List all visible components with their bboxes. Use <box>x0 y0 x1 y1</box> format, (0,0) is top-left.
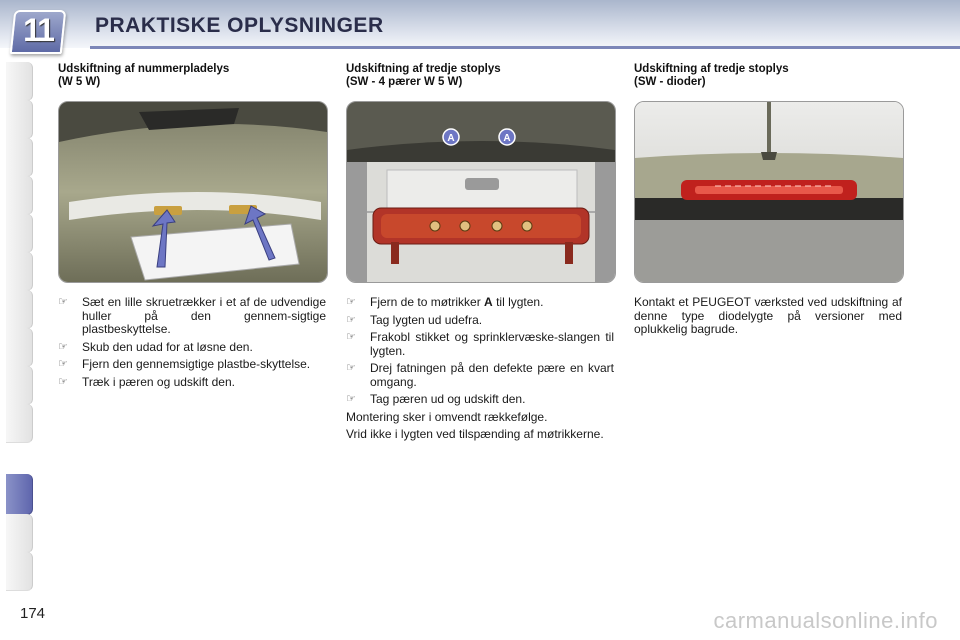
instructions: Kontakt et PEUGEOT værksted ved udskiftn… <box>634 295 902 337</box>
instructions: ☞Sæt en lille skruetrækker i et af de ud… <box>58 295 326 389</box>
pointing-hand-icon: ☞ <box>58 358 68 370</box>
page-number: 174 <box>20 605 46 622</box>
side-tab[interactable] <box>6 328 33 367</box>
side-tab[interactable] <box>6 552 33 591</box>
note-paragraph: Kontakt et PEUGEOT værksted ved udskiftn… <box>634 295 902 336</box>
instruction-step: ☞Drej fatningen på den defekte pære en k… <box>346 361 614 389</box>
pointing-hand-icon: ☞ <box>58 340 68 353</box>
instruction-step: ☞Fjern den gennemsigtige plastbe-skyttel… <box>58 357 311 371</box>
tailgate-illustration <box>59 102 327 282</box>
side-tab[interactable] <box>6 138 33 177</box>
heading-line: Udskiftning af tredje stoplys <box>634 63 789 75</box>
side-tab[interactable] <box>6 404 33 443</box>
heading-line: Udskiftning af nummerpladelys <box>58 63 230 75</box>
figure-license-plate-light <box>58 101 328 283</box>
side-tab[interactable] <box>6 366 33 405</box>
section-heading: Udskiftning af nummerpladelys (W 5 W) <box>58 63 326 93</box>
column-license-plate-light: Udskiftning af nummerpladelys (W 5 W) ☞S… <box>58 63 328 393</box>
instruction-step: ☞Tag pæren ud og udskift den. <box>346 392 526 406</box>
led-brake-light-illustration <box>635 102 903 282</box>
brake-light-assembly-illustration: A A <box>347 102 615 282</box>
page-title: PRAKTISKE OPLYSNINGER <box>95 14 384 37</box>
instruction-step: ☞Sæt en lille skruetrækker i et af de ud… <box>58 295 326 336</box>
side-tab-strip <box>0 62 34 591</box>
watermark: carmanualsonline.info <box>713 608 938 633</box>
header-underline <box>90 46 960 49</box>
heading-line: (SW - dioder) <box>634 76 706 88</box>
figure-third-brake-light-led <box>634 101 904 283</box>
chapter-number: 11 <box>23 12 55 48</box>
instruction-step: ☞Fjern de to møtrikker A til lygten. <box>346 295 544 309</box>
side-tab[interactable] <box>6 290 33 329</box>
heading-line: (SW - 4 pærer W 5 W) <box>346 76 463 88</box>
instruction-step: ☞Tag lygten ud udefra. <box>346 312 483 327</box>
instructions: ☞Fjern de to møtrikker A til lygten. ☞Ta… <box>346 295 614 442</box>
instruction-step: ☞Skub den udad for at løsne den. <box>58 339 253 354</box>
side-tab[interactable] <box>6 176 33 215</box>
column-third-brake-light-bulbs: Udskiftning af tredje stoplys (SW - 4 pæ… <box>346 63 616 446</box>
side-tab[interactable] <box>6 252 33 291</box>
instruction-step: ☞Træk i pæren og udskift den. <box>58 374 235 389</box>
side-tab-active-chapter[interactable] <box>6 474 33 515</box>
note-paragraph: Montering sker i omvendt rækkefølge. <box>346 409 548 424</box>
pointing-hand-icon: ☞ <box>346 331 356 343</box>
note-paragraph: Vrid ikke i lygten ved tilspænding af mø… <box>346 427 604 441</box>
side-tab[interactable] <box>6 62 33 101</box>
heading-line: (W 5 W) <box>58 76 101 88</box>
column-third-brake-light-led: Udskiftning af tredje stoplys (SW - diod… <box>634 63 904 341</box>
pointing-hand-icon: ☞ <box>346 362 356 374</box>
pointing-hand-icon: ☞ <box>346 393 356 405</box>
side-tab[interactable] <box>6 514 33 553</box>
header-band <box>0 0 960 48</box>
side-tab[interactable] <box>6 100 33 139</box>
nut-a-label: A <box>503 133 510 144</box>
pointing-hand-icon: ☞ <box>346 313 356 326</box>
side-tab[interactable] <box>6 214 33 253</box>
figure-third-brake-light-bulbs: A A <box>346 101 616 283</box>
pointing-hand-icon: ☞ <box>58 296 68 308</box>
heading-line: Udskiftning af tredje stoplys <box>346 63 501 75</box>
instruction-step: ☞Frakobl stikket og sprinklervæske-slang… <box>346 330 614 358</box>
pointing-hand-icon: ☞ <box>58 375 68 388</box>
section-heading: Udskiftning af tredje stoplys (SW - 4 pæ… <box>346 63 614 93</box>
nut-a-label: A <box>447 133 454 144</box>
section-heading: Udskiftning af tredje stoplys (SW - diod… <box>634 63 902 93</box>
pointing-hand-icon: ☞ <box>346 296 356 308</box>
